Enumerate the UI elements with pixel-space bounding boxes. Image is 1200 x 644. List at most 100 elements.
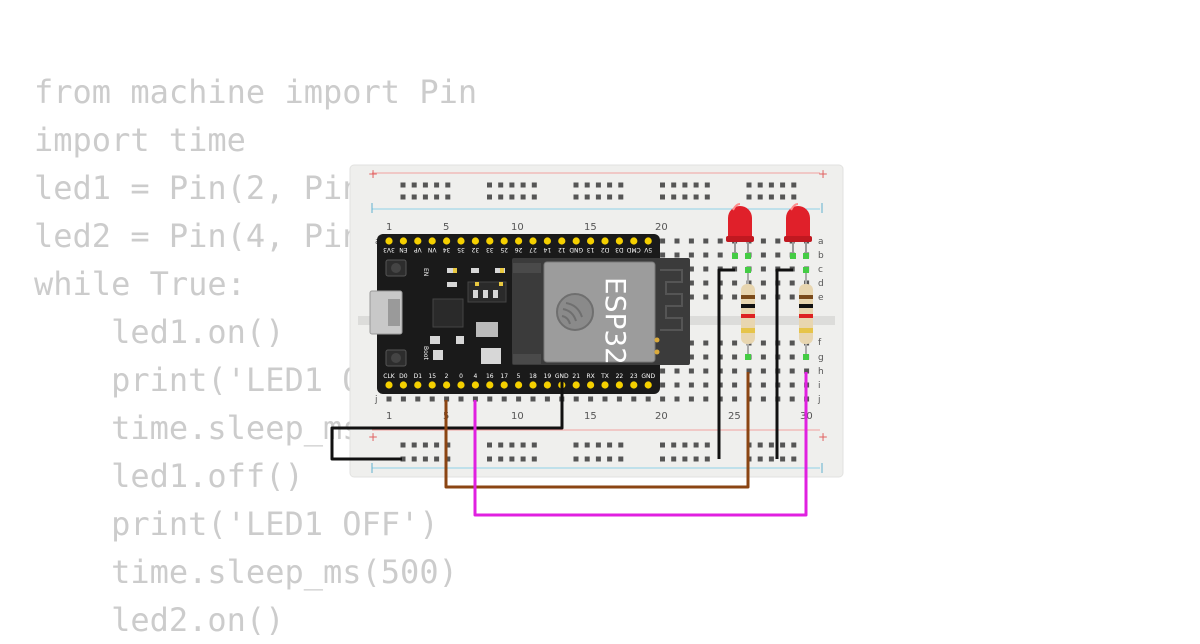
breadboard-hole[interactable] xyxy=(760,382,766,388)
breadboard-hole[interactable] xyxy=(688,252,694,258)
breadboard-hole[interactable] xyxy=(434,442,440,448)
esp32-board[interactable]: 3V3CLKEND0VPD1VN153423503243316251726527… xyxy=(369,234,690,394)
breadboard-hole[interactable] xyxy=(682,442,688,448)
breadboard-hole[interactable] xyxy=(732,294,738,300)
breadboard-hole[interactable] xyxy=(487,456,492,462)
breadboard-hole[interactable] xyxy=(671,442,677,448)
breadboard-hole[interactable] xyxy=(703,280,709,286)
breadboard-hole[interactable] xyxy=(760,368,766,374)
breadboard-hole[interactable] xyxy=(422,442,428,448)
breadboard-hole[interactable] xyxy=(660,456,665,462)
breadboard-hole[interactable] xyxy=(520,182,526,188)
breadboard-hole[interactable] xyxy=(498,194,504,200)
breadboard-hole[interactable] xyxy=(732,382,738,388)
breadboard-hole[interactable] xyxy=(422,456,428,462)
breadboard-hole[interactable] xyxy=(660,396,666,402)
breadboard-hole[interactable] xyxy=(573,194,579,200)
breadboard-hole[interactable] xyxy=(487,396,493,402)
breadboard-hole[interactable] xyxy=(429,396,435,402)
breadboard-hole[interactable] xyxy=(791,194,797,200)
breadboard-hole[interactable] xyxy=(501,396,507,402)
breadboard-hole[interactable] xyxy=(509,442,515,448)
breadboard-hole[interactable] xyxy=(400,182,406,188)
breadboard-hole[interactable] xyxy=(768,442,774,448)
breadboard-hole[interactable] xyxy=(445,442,451,448)
breadboard-hole[interactable] xyxy=(618,182,624,188)
breadboard-hole[interactable] xyxy=(618,456,624,462)
breadboard-hole[interactable] xyxy=(472,396,478,402)
breadboard-hole[interactable] xyxy=(760,238,766,244)
breadboard-hole[interactable] xyxy=(674,396,680,402)
breadboard-hole[interactable] xyxy=(732,354,738,360)
breadboard-hole[interactable] xyxy=(411,194,417,200)
breadboard-hole[interactable] xyxy=(509,194,515,200)
breadboard-hole[interactable] xyxy=(573,182,579,188)
breadboard-hole[interactable] xyxy=(516,396,522,402)
breadboard-hole[interactable] xyxy=(434,182,440,188)
breadboard-hole[interactable] xyxy=(458,396,464,402)
breadboard-hole[interactable] xyxy=(780,442,786,448)
breadboard-hole[interactable] xyxy=(411,456,417,462)
breadboard-hole[interactable] xyxy=(487,442,492,448)
breadboard-hole[interactable] xyxy=(531,194,537,200)
breadboard-hole[interactable] xyxy=(682,194,688,200)
breadboard-hole[interactable] xyxy=(789,396,795,402)
breadboard-hole[interactable] xyxy=(789,294,795,300)
breadboard-hole[interactable] xyxy=(682,182,688,188)
breadboard-hole[interactable] xyxy=(520,442,526,448)
breadboard-hole[interactable] xyxy=(682,456,688,462)
breadboard-hole[interactable] xyxy=(595,456,601,462)
breadboard-hole[interactable] xyxy=(422,182,428,188)
breadboard-hole[interactable] xyxy=(607,442,613,448)
breadboard-hole[interactable] xyxy=(732,368,738,374)
breadboard-hole[interactable] xyxy=(498,456,504,462)
breadboard-hole[interactable] xyxy=(791,456,797,462)
breadboard-hole[interactable] xyxy=(791,442,797,448)
breadboard-hole[interactable] xyxy=(757,194,763,200)
breadboard-hole[interactable] xyxy=(498,182,504,188)
breadboard-hole[interactable] xyxy=(693,456,699,462)
breadboard-hole[interactable] xyxy=(674,238,680,244)
breadboard-hole[interactable] xyxy=(400,396,406,402)
breadboard-hole[interactable] xyxy=(760,252,766,258)
breadboard-hole[interactable] xyxy=(746,182,752,188)
breadboard-hole[interactable] xyxy=(789,368,795,374)
breadboard-hole[interactable] xyxy=(520,456,526,462)
wire-gnd-to-rail[interactable] xyxy=(330,380,564,461)
breadboard-hole[interactable] xyxy=(607,182,613,188)
breadboard-hole[interactable] xyxy=(789,354,795,360)
breadboard-hole[interactable] xyxy=(671,456,677,462)
breadboard-hole[interactable] xyxy=(531,442,537,448)
breadboard-hole[interactable] xyxy=(688,368,694,374)
breadboard-hole[interactable] xyxy=(757,456,763,462)
breadboard-hole[interactable] xyxy=(487,182,492,188)
breadboard-hole[interactable] xyxy=(487,194,492,200)
breadboard-hole[interactable] xyxy=(703,294,709,300)
breadboard-hole[interactable] xyxy=(674,382,680,388)
breadboard-hole[interactable] xyxy=(520,194,526,200)
breadboard-hole[interactable] xyxy=(422,194,428,200)
breadboard-hole[interactable] xyxy=(704,456,710,462)
breadboard-hole[interactable] xyxy=(688,382,694,388)
breadboard-hole[interactable] xyxy=(732,340,738,346)
breadboard-hole[interactable] xyxy=(791,182,797,188)
breadboard-hole[interactable] xyxy=(674,368,680,374)
breadboard-hole[interactable] xyxy=(760,294,766,300)
breadboard-hole[interactable] xyxy=(584,182,590,188)
wire-gpio2-to-resistor1[interactable] xyxy=(444,372,750,489)
breadboard-hole[interactable] xyxy=(671,182,677,188)
breadboard-hole[interactable] xyxy=(660,252,666,258)
breadboard-hole[interactable] xyxy=(703,368,709,374)
breadboard-hole[interactable] xyxy=(674,252,680,258)
breadboard-hole[interactable] xyxy=(602,396,608,402)
breadboard-hole[interactable] xyxy=(400,442,406,448)
breadboard-hole[interactable] xyxy=(660,238,666,244)
breadboard-hole[interactable] xyxy=(693,442,699,448)
breadboard-hole[interactable] xyxy=(530,396,536,402)
breadboard-hole[interactable] xyxy=(789,382,795,388)
breadboard-hole[interactable] xyxy=(660,182,665,188)
breadboard-hole[interactable] xyxy=(445,194,451,200)
breadboard-hole[interactable] xyxy=(703,382,709,388)
breadboard-hole[interactable] xyxy=(386,396,392,402)
breadboard-hole[interactable] xyxy=(660,442,665,448)
